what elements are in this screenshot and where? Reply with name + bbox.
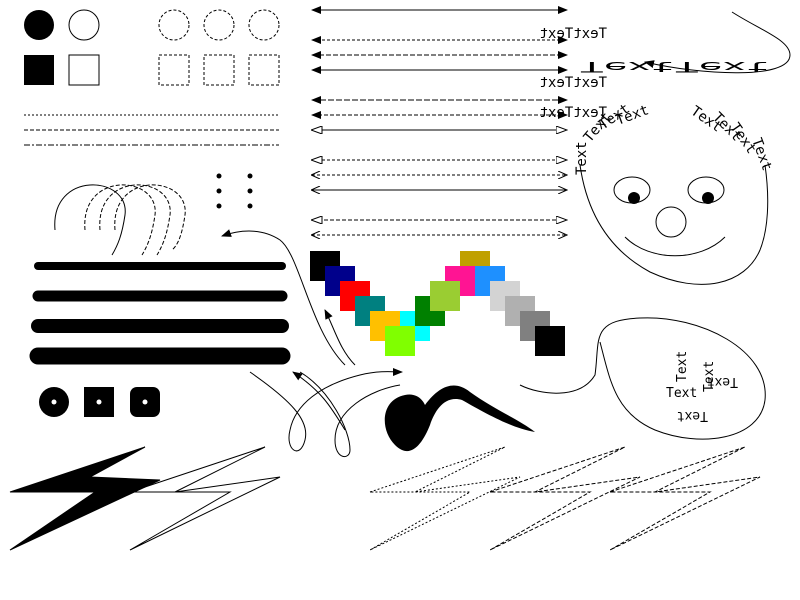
- dot: [247, 203, 253, 209]
- black-blob-shape: [384, 385, 535, 452]
- dashed-circle-3: [248, 9, 280, 41]
- dot: [216, 203, 222, 209]
- dashed-square-3: [248, 54, 280, 86]
- dashed-square-2: [203, 54, 235, 86]
- swatch: [535, 326, 565, 356]
- face-drawing: [579, 164, 769, 285]
- zigzag-dotted: [369, 446, 521, 551]
- dashed-circle-1: [158, 9, 190, 41]
- curve-loop-right: [299, 371, 401, 458]
- dot-grid: [216, 173, 253, 209]
- curve-arrow-up: [324, 309, 356, 366]
- dashed-loop-2: [99, 184, 171, 256]
- rotated-text: Text: [707, 374, 738, 389]
- open-circle: [68, 9, 100, 41]
- dashed-square-1: [158, 54, 190, 86]
- filled-square: [24, 55, 54, 85]
- zigzag-dashed-1: [489, 446, 641, 551]
- arrow-curves: [221, 229, 403, 458]
- swatch: [385, 326, 415, 356]
- shape-group-top-left: [24, 9, 280, 146]
- arrow-lines: [311, 6, 568, 235]
- rotated-text: Text: [702, 361, 717, 392]
- swatch: [430, 281, 460, 311]
- mouth: [624, 236, 726, 257]
- zigzag-outline: [129, 446, 281, 551]
- mirror-text-4: TextText: [540, 105, 607, 121]
- color-swatches-right: [415, 251, 565, 356]
- rotated-text-group: Text Text Text Text Text: [666, 351, 738, 423]
- hair-text: Text: [574, 141, 590, 175]
- curve-arrow-to-lines: [292, 371, 346, 431]
- dashed-circle-2: [203, 9, 235, 41]
- dashed-loop-1: [84, 184, 156, 256]
- hair-text: Text: [748, 136, 775, 173]
- curve-arrow-top-right: [644, 11, 791, 74]
- filled-circle: [24, 10, 54, 40]
- dot: [247, 173, 253, 179]
- color-swatches-left: [310, 251, 430, 356]
- mirror-text-1: TextText: [540, 26, 607, 42]
- zigzag-dashed-2: [609, 446, 761, 551]
- rotated-text: Text: [666, 386, 697, 401]
- curve-arrow-to-dots: [221, 229, 346, 366]
- left-pupil: [628, 192, 640, 204]
- mirrored-text-group: TextText TextText TextText TextText: [540, 26, 770, 121]
- rotated-text: Text: [675, 351, 690, 382]
- drop-shape: [519, 317, 766, 440]
- rounded-marker-center: [142, 399, 148, 405]
- marker-symbols: [39, 387, 160, 417]
- mirror-text-3: TextText: [540, 75, 607, 91]
- square-marker-center: [96, 399, 102, 405]
- nose: [655, 206, 687, 238]
- zigzag-shapes: [9, 446, 761, 551]
- dashed-loop-3: [114, 184, 186, 251]
- dot: [247, 188, 253, 194]
- face-outline: [579, 164, 769, 285]
- rotated-text: Text: [677, 408, 708, 423]
- mirror-text-2: TextText: [580, 58, 770, 74]
- curve-loop-left: [249, 367, 403, 452]
- right-pupil: [702, 192, 714, 204]
- zigzag-filled: [9, 446, 161, 551]
- open-square: [68, 54, 100, 86]
- ring-marker-center: [51, 399, 57, 405]
- loop-curves: [54, 184, 186, 256]
- curved-text-hair: Text Text Text Text Text Text Text Text: [574, 101, 775, 175]
- thick-lines: [29, 262, 291, 365]
- dot: [216, 173, 222, 179]
- dot: [216, 188, 222, 194]
